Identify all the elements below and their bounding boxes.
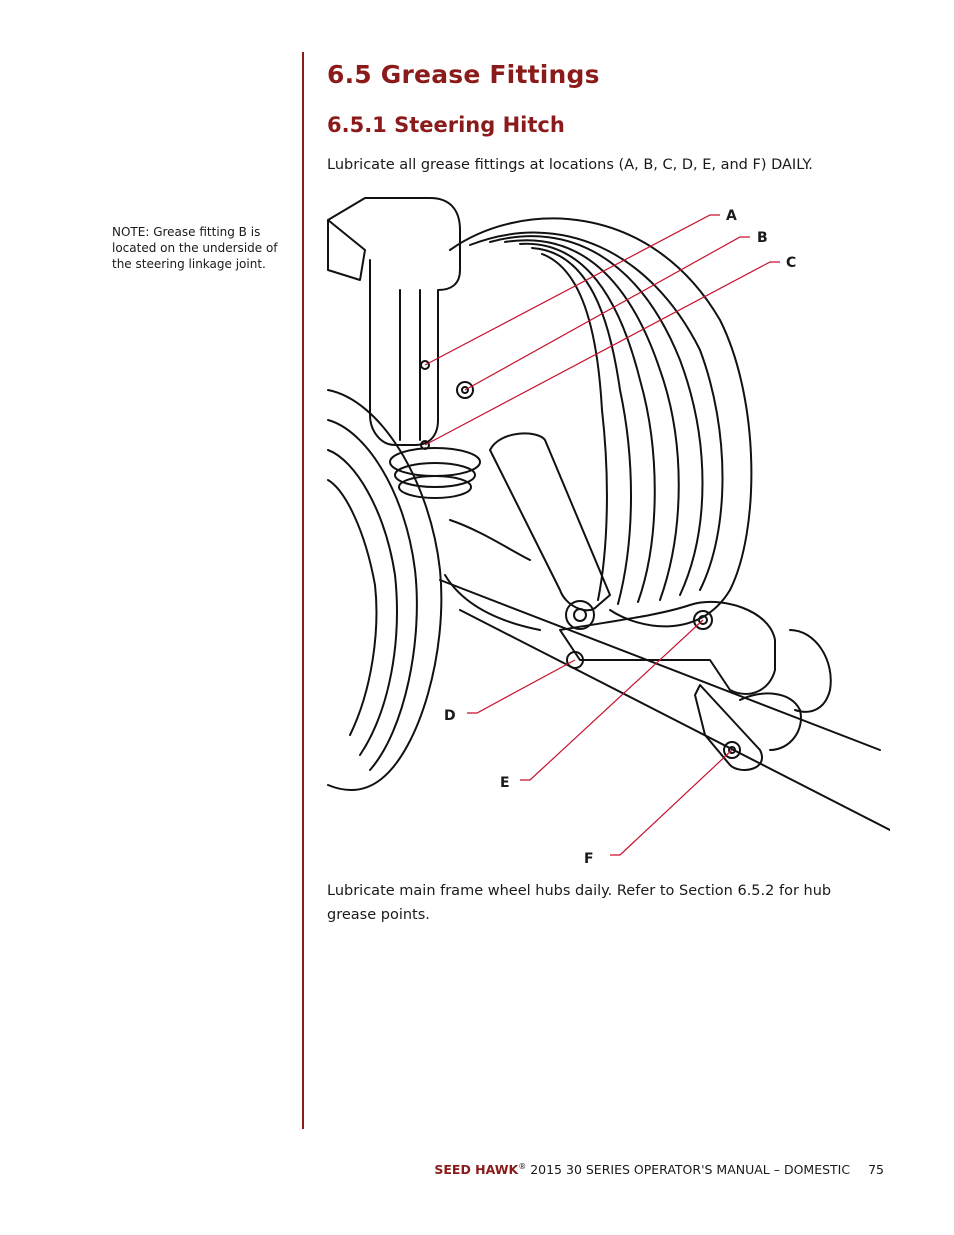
- subsection-title: 6.5.1 Steering Hitch: [327, 113, 565, 137]
- footer-registered-mark: ®: [518, 1162, 527, 1171]
- hub-lubrication-paragraph: Lubricate main frame wheel hubs daily. R…: [327, 883, 832, 923]
- footer-brand: SEED HAWK: [434, 1162, 519, 1178]
- callout-e: E: [500, 775, 510, 791]
- leader-d: [467, 659, 576, 714]
- hitch-plate: [559, 600, 776, 695]
- page-number: 75: [868, 1162, 884, 1178]
- leader-a: [424, 214, 720, 366]
- leader-e: [520, 619, 704, 781]
- left-tire-outline: [327, 389, 443, 791]
- drawbar: [439, 579, 881, 751]
- callout-c: C: [786, 255, 796, 271]
- steering-hitch-illustration: A B C D E F: [320, 190, 890, 870]
- footer-manual-title: 2015 30 SERIES OPERATOR'S MANUAL – DOMES…: [530, 1162, 851, 1178]
- page-footer: SEED HAWK® 2015 30 SERIES OPERATOR'S MAN…: [434, 1162, 884, 1177]
- margin-rule: [302, 52, 304, 1129]
- callout-f: F: [584, 851, 594, 867]
- leader-b: [464, 236, 750, 391]
- mast-bracket: [327, 197, 461, 446]
- right-tire-outline: [449, 217, 753, 628]
- leader-c: [424, 261, 780, 446]
- callout-a: A: [726, 208, 737, 224]
- sidebar-note: NOTE: Grease fitting B is located on the…: [112, 225, 278, 271]
- callout-b: B: [757, 230, 768, 246]
- steering-hitch-drawing: A B C D E F: [327, 197, 890, 867]
- callout-d: D: [444, 708, 456, 724]
- intro-paragraph: Lubricate all grease fittings at locatio…: [327, 157, 813, 173]
- steering-arm: [489, 432, 611, 612]
- section-title: 6.5 Grease Fittings: [327, 60, 600, 89]
- leader-f: [610, 749, 733, 856]
